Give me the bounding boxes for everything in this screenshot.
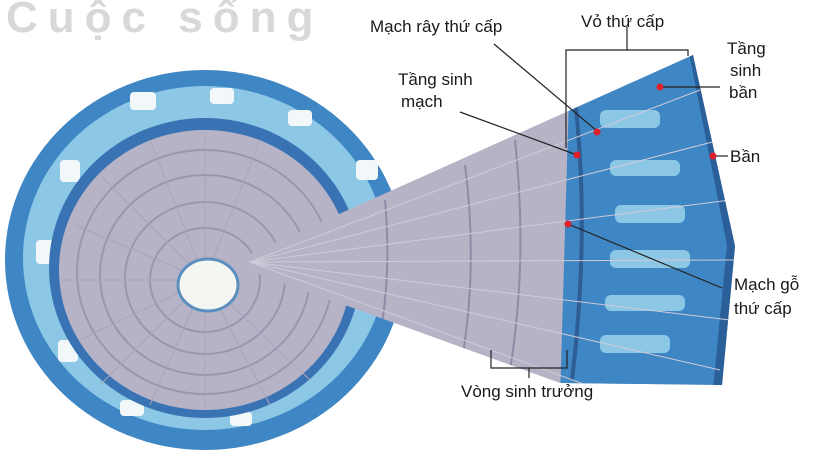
label-tang-sinh-ban-line3: bần xyxy=(729,82,757,103)
marker-tang-sinh-ban xyxy=(657,84,664,91)
label-tang-sinh-mach-line1: Tầng sinh xyxy=(398,69,473,90)
label-vo-thu-cap: Vỏ thứ cấp xyxy=(581,11,664,32)
pith xyxy=(178,259,238,311)
watermark-text: Cuộc sống xyxy=(6,0,323,42)
label-mach-ray-thu-cap: Mạch rây thứ cấp xyxy=(370,16,502,37)
label-tang-sinh-mach-line2: mạch xyxy=(401,91,443,112)
label-tang-sinh-ban-line1: Tầng xyxy=(727,38,766,59)
marker-mach-go xyxy=(565,221,572,228)
label-ban: Bần xyxy=(730,146,760,167)
leader-mach-ray xyxy=(494,44,597,131)
label-mach-go-line2: thứ cấp xyxy=(734,298,792,319)
label-tang-sinh-ban-line2: sinh xyxy=(730,60,761,81)
label-mach-go-line1: Mạch gỗ xyxy=(734,274,799,295)
marker-mach-ray xyxy=(594,129,601,136)
marker-tang-sinh-mach xyxy=(574,152,581,159)
marker-ban xyxy=(710,153,717,160)
label-vong-sinh-truong: Vòng sinh trưởng xyxy=(461,381,593,402)
